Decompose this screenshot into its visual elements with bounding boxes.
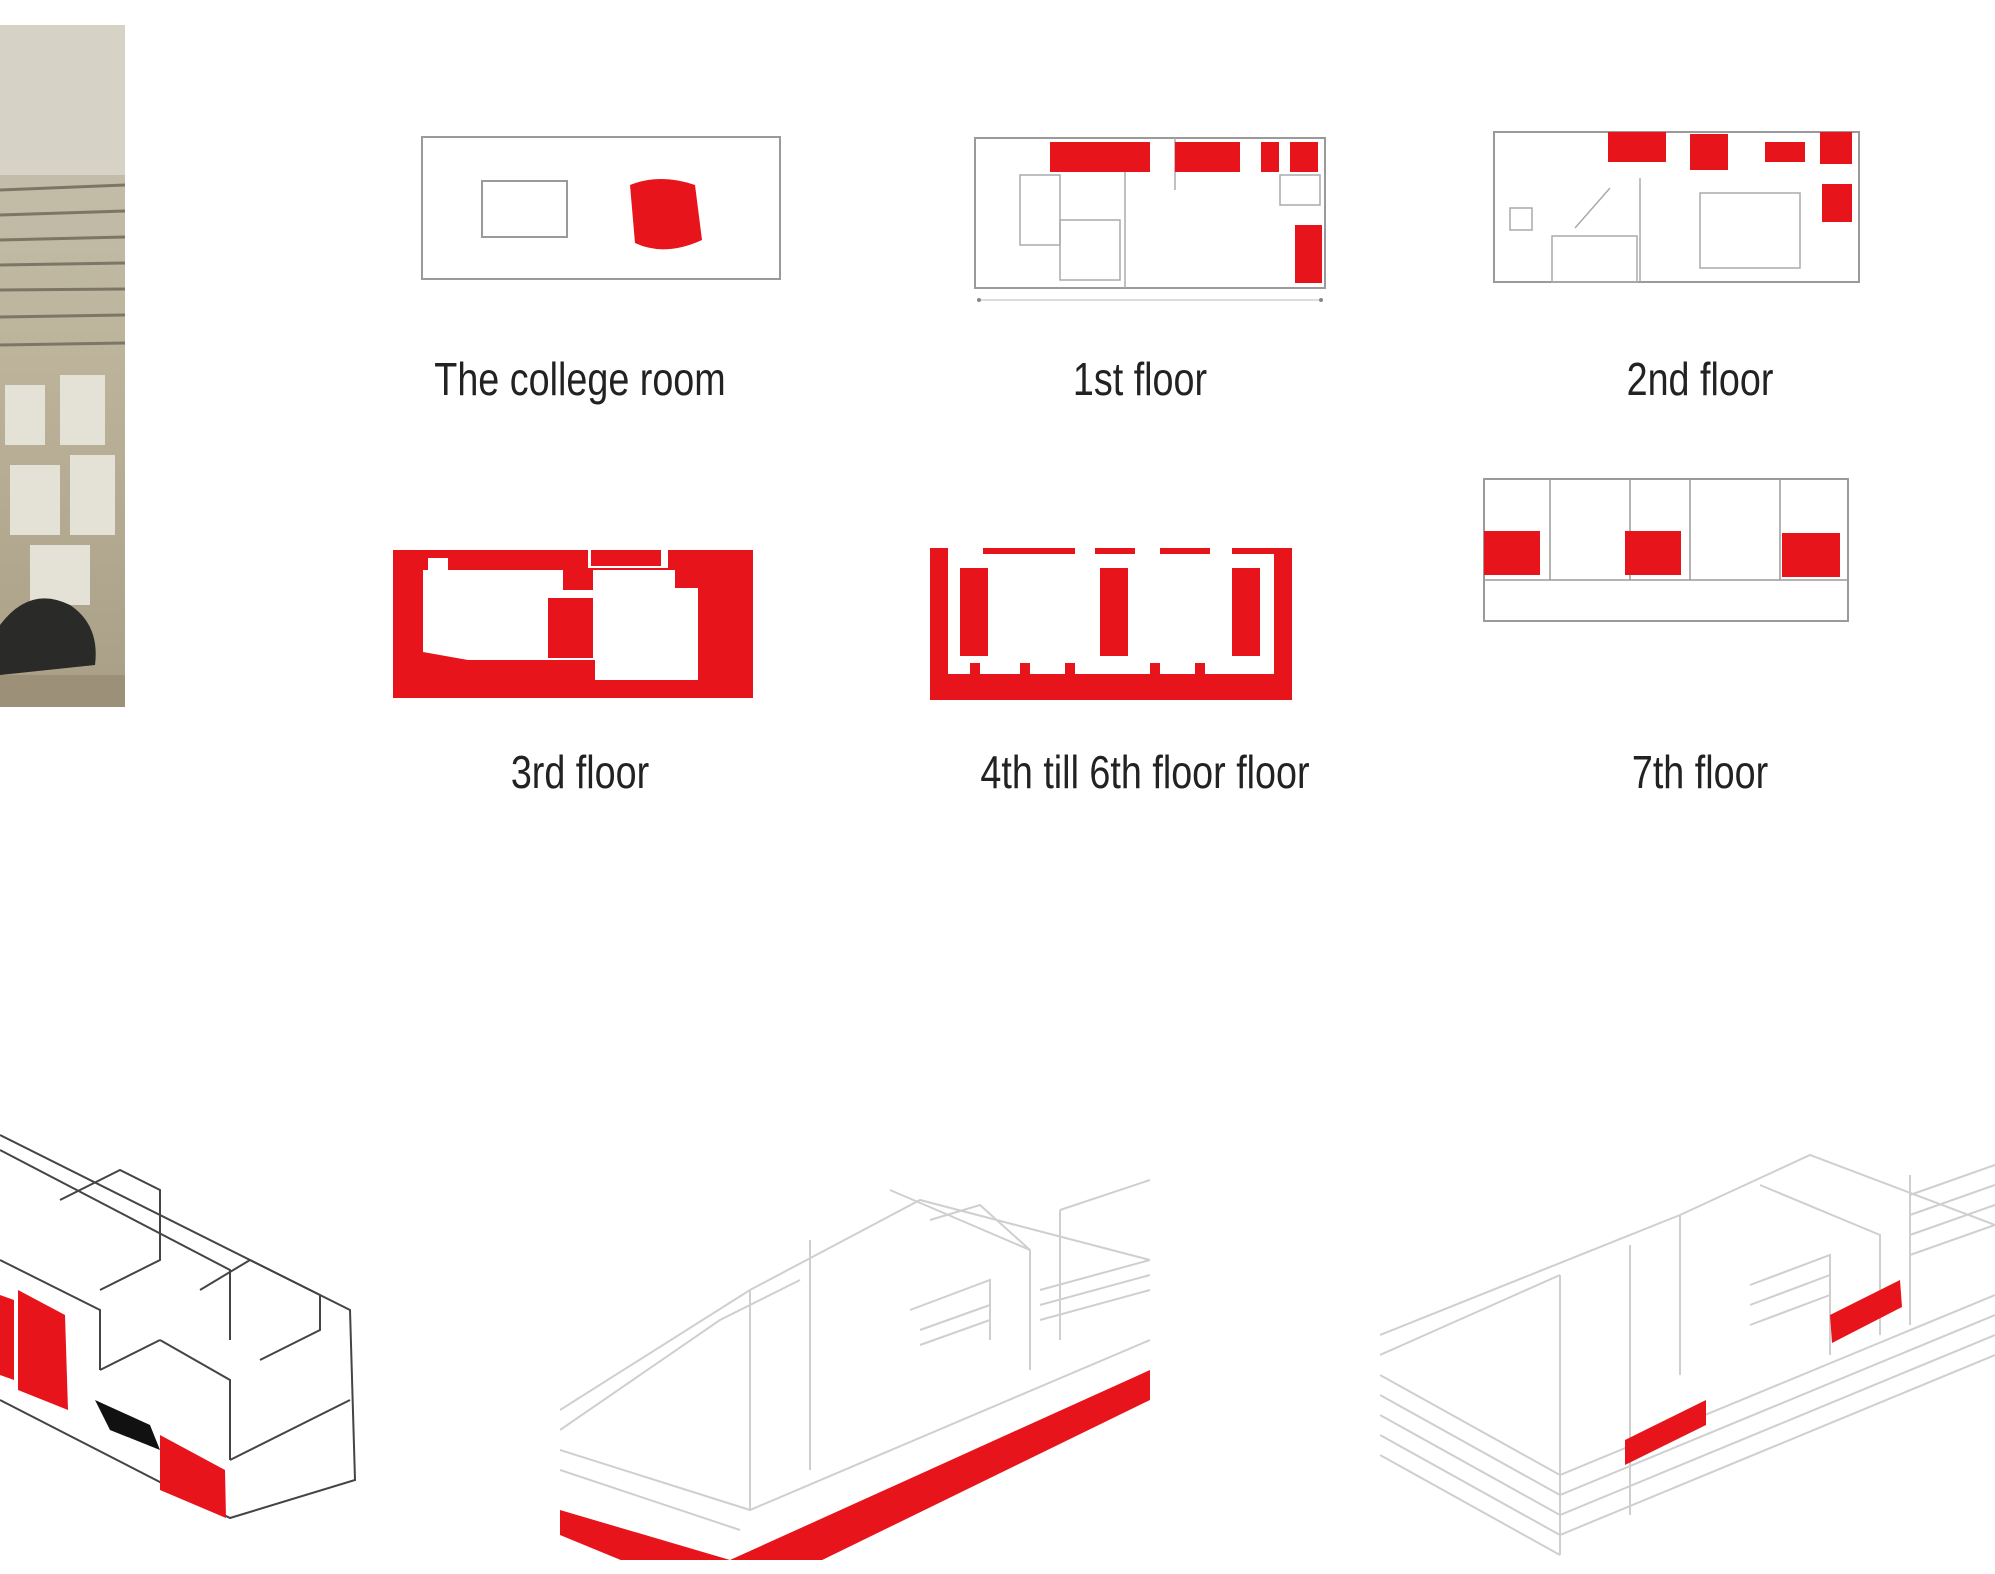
caption-4th-6th-floor: 4th till 6th floor floor (980, 746, 1310, 798)
plan-2nd-floor (1490, 128, 1865, 288)
plan-4th-6th-floor (930, 548, 1292, 700)
isometric-diagram-left (0, 1110, 400, 1520)
plan-7th-floor (1480, 475, 1852, 625)
plan-3rd-floor (393, 550, 753, 700)
plan-college-room (420, 135, 785, 285)
caption-3rd-floor: 3rd floor (510, 746, 650, 798)
isometric-diagram-right (1379, 1075, 1995, 1565)
caption-college-room: The college room (434, 353, 726, 405)
plan-1st-floor (945, 130, 1345, 325)
caption-7th-floor: 7th floor (1631, 746, 1769, 798)
caption-1st-floor: 1st floor (1072, 353, 1208, 405)
interior-photo (0, 25, 125, 707)
caption-2nd-floor: 2nd floor (1626, 353, 1774, 405)
isometric-diagram-middle (559, 1090, 1151, 1574)
